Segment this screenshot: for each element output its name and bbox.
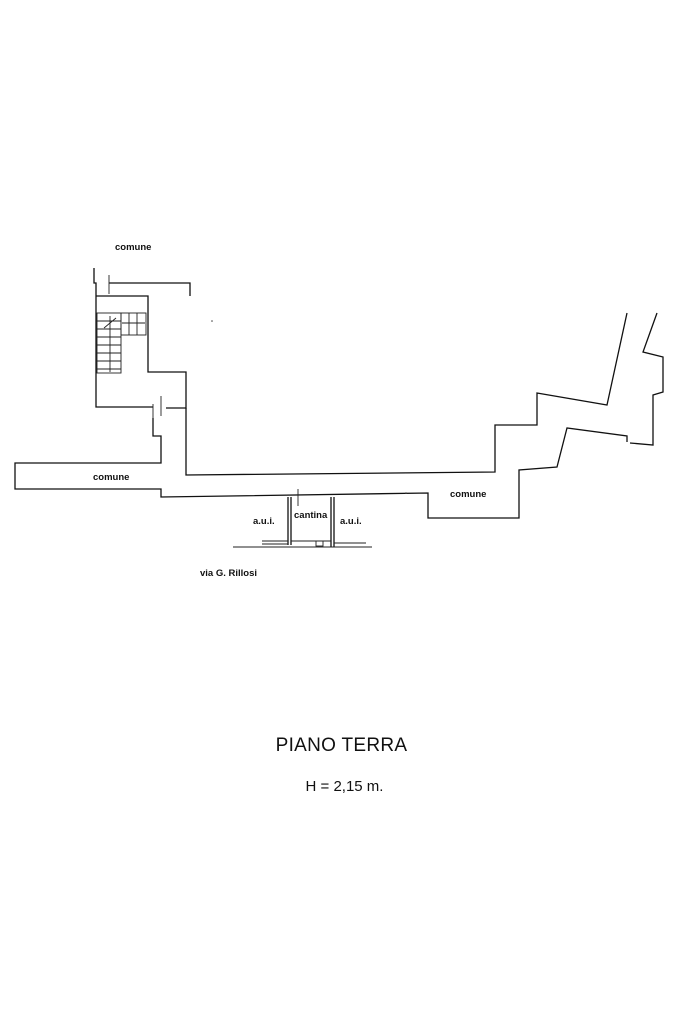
doorway-jambs [152,396,162,418]
label-comune-top: comune [115,242,151,253]
corridor-outline [14,312,664,519]
stair-tower [93,268,191,409]
staircase [96,312,147,374]
label-aui-right: a.u.i. [340,516,362,527]
label-cantina: cantina [294,510,328,521]
plan-title: PIANO TERRA [275,735,408,756]
label-street: via G. Rillosi [200,568,257,579]
label-aui-left: a.u.i. [253,516,275,527]
label-comune-left: comune [93,472,129,483]
cantina-block [233,489,372,548]
drawing-specks [211,320,407,494]
label-comune-right: comune [450,489,486,500]
plan-height-note: H = 2,15 m. [305,778,384,795]
